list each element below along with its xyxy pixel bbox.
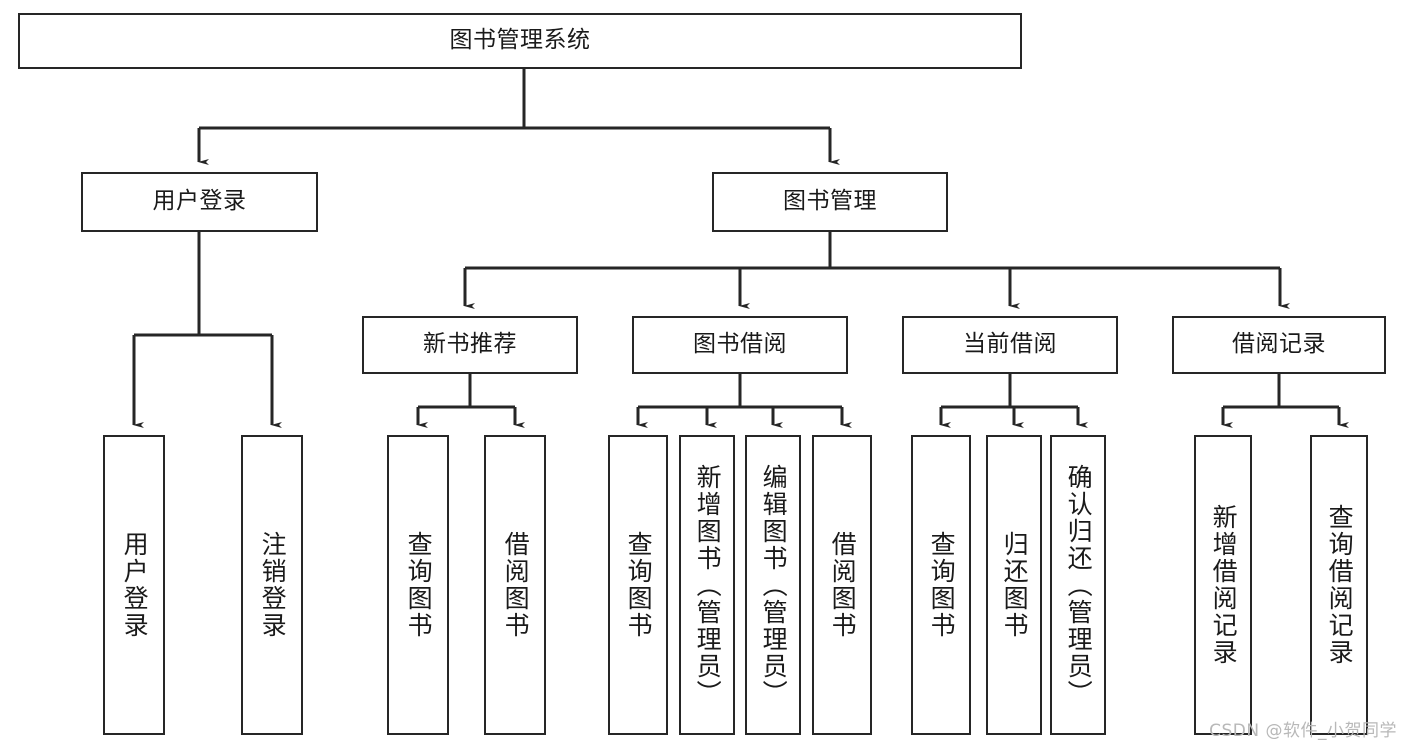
node-book-borrow-label: 图书借阅 [693, 331, 787, 358]
node-leaf-borrow-book-bb[interactable]: 借阅图书 [812, 435, 872, 735]
node-new-book-recommend-label: 新书推荐 [423, 331, 517, 358]
node-leaf-edit-book[interactable]: 编辑图书（管理员） [745, 435, 801, 735]
connectors-user-login [132, 232, 282, 428]
node-user-login[interactable]: 用户登录 [81, 172, 318, 232]
node-leaf-query-book-rec[interactable]: 查询图书 [387, 435, 449, 735]
node-borrow-record-label: 借阅记录 [1232, 331, 1326, 358]
node-user-login-label: 用户登录 [152, 188, 247, 215]
node-leaf-query-book-rec-label: 查询图书 [404, 531, 434, 639]
node-current-borrow[interactable]: 当前借阅 [902, 316, 1118, 374]
node-leaf-confirm-return[interactable]: 确认归还（管理员） [1050, 435, 1106, 735]
node-book-manage-label: 图书管理 [783, 188, 877, 215]
node-leaf-logout-label: 注销登录 [258, 531, 288, 639]
node-leaf-user-login-label: 用户登录 [120, 531, 150, 639]
node-leaf-borrow-book-rec-label: 借阅图书 [501, 531, 531, 639]
node-leaf-query-borrow-record-label: 查询借阅记录 [1325, 504, 1355, 666]
node-leaf-return-book-label: 归还图书 [1000, 531, 1030, 639]
node-leaf-query-borrow-record[interactable]: 查询借阅记录 [1310, 435, 1368, 735]
node-leaf-add-borrow-record-label: 新增借阅记录 [1209, 504, 1239, 666]
node-root[interactable]: 图书管理系统 [18, 13, 1022, 69]
watermark: CSDN @软件_小贺同学 [1209, 721, 1397, 741]
connectors-borrow-record [1221, 374, 1349, 428]
node-leaf-logout[interactable]: 注销登录 [241, 435, 303, 735]
node-leaf-borrow-book-bb-label: 借阅图书 [828, 531, 858, 639]
node-borrow-record[interactable]: 借阅记录 [1172, 316, 1386, 374]
node-book-borrow[interactable]: 图书借阅 [632, 316, 848, 374]
connectors-book-manage [463, 232, 1290, 309]
node-new-book-recommend[interactable]: 新书推荐 [362, 316, 578, 374]
node-leaf-add-book[interactable]: 新增图书（管理员） [679, 435, 735, 735]
node-leaf-query-book-cb[interactable]: 查询图书 [911, 435, 971, 735]
node-leaf-borrow-book-rec[interactable]: 借阅图书 [484, 435, 546, 735]
node-leaf-user-login[interactable]: 用户登录 [103, 435, 165, 735]
node-leaf-confirm-return-label: 确认归还（管理员） [1064, 463, 1094, 707]
node-leaf-query-book-bb-label: 查询图书 [624, 531, 654, 639]
node-current-borrow-label: 当前借阅 [963, 331, 1057, 358]
node-leaf-return-book[interactable]: 归还图书 [986, 435, 1042, 735]
node-leaf-add-borrow-record[interactable]: 新增借阅记录 [1194, 435, 1252, 735]
connectors-current-borrow [939, 374, 1088, 428]
node-leaf-edit-book-label: 编辑图书（管理员） [759, 463, 789, 707]
node-leaf-query-book-bb[interactable]: 查询图书 [608, 435, 668, 735]
node-root-label: 图书管理系统 [449, 27, 591, 54]
connectors-book-borrow [636, 374, 852, 428]
connectors-new-book-recommend [416, 374, 525, 428]
node-leaf-add-book-label: 新增图书（管理员） [693, 463, 723, 707]
connectors-root [197, 69, 840, 165]
node-leaf-query-book-cb-label: 查询图书 [927, 531, 957, 639]
node-book-manage[interactable]: 图书管理 [712, 172, 948, 232]
